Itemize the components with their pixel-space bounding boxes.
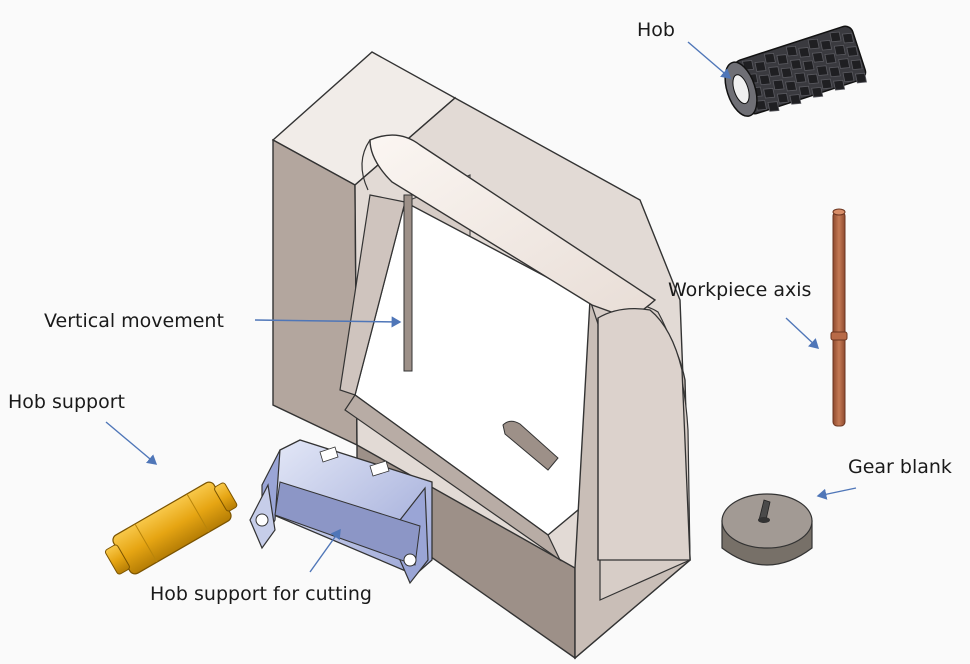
- hob-tooth: [828, 66, 841, 78]
- hob-tooth: [802, 60, 815, 71]
- hob-tooth: [811, 86, 824, 98]
- hob-support-cylinder: [104, 481, 238, 575]
- hob-tooth: [767, 101, 780, 112]
- hob-tooth: [776, 92, 789, 104]
- hob-tooth: [780, 67, 793, 79]
- gear-blank: [721, 493, 813, 566]
- hob-tooth: [816, 65, 829, 76]
- hob-tooth: [833, 44, 846, 56]
- hob-tooth: [824, 53, 837, 64]
- gear-blank-arrow: [816, 487, 857, 500]
- hob-tooth: [806, 73, 819, 85]
- workpiece-axis-arrow: [785, 317, 820, 349]
- machine-frame: [271, 51, 691, 660]
- label-hob: Hob: [637, 19, 675, 41]
- hob-tooth: [785, 80, 798, 92]
- hob-support-cutting-arrow: [309, 528, 341, 573]
- hob-support-bracket: [249, 439, 433, 585]
- hob-tooth: [758, 74, 771, 86]
- workpiece-axis-rod: [830, 208, 848, 427]
- hob-tooth: [798, 47, 811, 58]
- hob-tooth: [829, 31, 842, 43]
- hob-tooth: [789, 94, 802, 105]
- hob-tooth: [754, 61, 767, 72]
- hob-tooth: [811, 52, 824, 63]
- hob-support-arrow: [105, 421, 158, 465]
- hob-tooth: [833, 79, 846, 91]
- hob-tooth: [790, 59, 803, 70]
- vertical-movement-arrow: [254, 316, 402, 328]
- hob-tooth: [846, 46, 859, 57]
- hob-tooth: [854, 72, 867, 84]
- label-hob-support: Hob support: [8, 391, 125, 413]
- label-hob-support-for-cutting: Hob support for cutting: [150, 583, 372, 605]
- hob-tooth: [785, 45, 798, 57]
- hob-tooth: [768, 66, 781, 77]
- label-workpiece-axis: Workpiece axis: [668, 279, 812, 301]
- hob-tooth: [798, 85, 811, 97]
- label-gear-blank: Gear blank: [848, 456, 952, 478]
- hob-tooth: [820, 39, 833, 51]
- hob-cutter: [724, 25, 867, 117]
- hob-tooth: [763, 87, 776, 99]
- hob-tooth: [820, 78, 833, 90]
- hob-tooth: [776, 54, 789, 65]
- hob-tooth: [794, 72, 807, 84]
- hob-tooth: [807, 38, 820, 50]
- hob-tooth: [772, 79, 785, 91]
- callout-arrows: [105, 41, 857, 573]
- hob-tooth: [850, 59, 863, 71]
- label-vertical-movement: Vertical movement: [44, 310, 224, 332]
- hob-tooth: [842, 71, 855, 83]
- hob-tooth: [842, 32, 854, 44]
- hob-arrow: [687, 41, 732, 79]
- hob-tooth: [763, 52, 776, 64]
- hob-tooth: [838, 58, 851, 69]
